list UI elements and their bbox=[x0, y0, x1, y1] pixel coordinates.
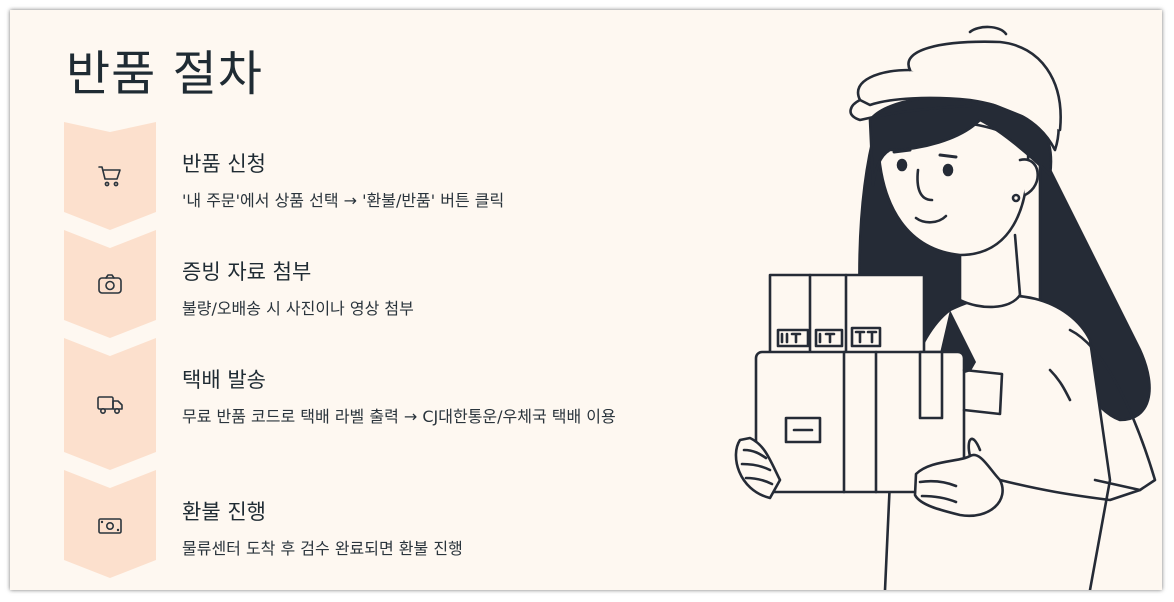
step-title: 환불 진행 bbox=[182, 500, 266, 524]
truck-icon bbox=[96, 390, 124, 418]
step-description: '내 주문'에서 상품 선택 → '환불/반품' 버튼 클릭 bbox=[182, 191, 505, 210]
step-chevron bbox=[64, 122, 156, 230]
page-title: 반품 절차 bbox=[66, 46, 263, 102]
step-description: 무료 반품 코드로 택배 라벨 출력 → CJ대한통운/우체국 택배 이용 bbox=[182, 407, 616, 426]
step-chevron bbox=[64, 230, 156, 338]
step-chevron bbox=[64, 338, 156, 470]
delivery-person-illustration bbox=[710, 10, 1162, 590]
step-title: 반품 신청 bbox=[182, 152, 266, 176]
shopping-cart-icon bbox=[96, 162, 124, 190]
money-icon bbox=[96, 512, 124, 540]
slide: 반품 절차 반품 신청 '내 주문'에서 상품 선택 → '환불/반품' 버튼 … bbox=[10, 10, 1162, 590]
step-chevron bbox=[64, 470, 156, 578]
step-title: 택배 발송 bbox=[182, 368, 266, 392]
step-description: 불량/오배송 시 사진이나 영상 첨부 bbox=[182, 299, 414, 318]
camera-icon bbox=[96, 270, 124, 298]
step-description: 물류센터 도착 후 검수 완료되면 환불 진행 bbox=[182, 539, 463, 558]
step-title: 증빙 자료 첨부 bbox=[182, 260, 312, 284]
